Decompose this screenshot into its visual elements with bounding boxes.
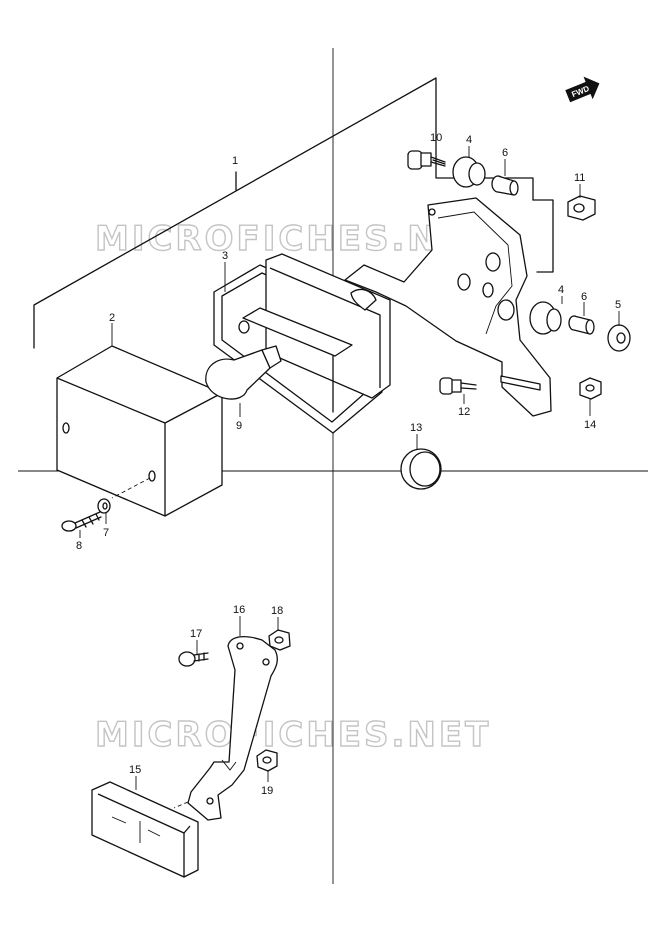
label-part-7: 7: [103, 527, 109, 539]
lens-cover[interactable]: [56, 345, 223, 517]
label-part-1: 1: [232, 155, 238, 167]
label-part-6b: 6: [581, 291, 587, 303]
bolt-10[interactable]: [407, 150, 446, 170]
nut-19[interactable]: [256, 749, 278, 772]
label-part-2: 2: [109, 312, 115, 324]
bolt-12[interactable]: [439, 377, 477, 395]
collar-6a[interactable]: [491, 175, 519, 196]
leader-lines: [79, 144, 620, 790]
label-part-4b: 4: [558, 284, 564, 296]
grommet-13[interactable]: [400, 448, 442, 490]
screw-8[interactable]: [61, 511, 102, 532]
watermark-top: MICROFICHES.NET: [95, 219, 491, 259]
fwd-arrow-icon: FWD: [565, 76, 600, 103]
washer-7[interactable]: [97, 498, 111, 514]
lamp-housing[interactable]: [238, 253, 391, 413]
bulb[interactable]: [205, 345, 282, 400]
label-part-19: 19: [261, 785, 273, 797]
label-part-13: 13: [410, 422, 422, 434]
nut-18[interactable]: [268, 629, 291, 651]
grommet-4a[interactable]: [452, 156, 486, 188]
bolt-17[interactable]: [178, 651, 209, 667]
label-part-18: 18: [271, 605, 283, 617]
label-part-16: 16: [233, 604, 245, 616]
label-part-4a: 4: [466, 134, 472, 146]
label-part-15: 15: [129, 764, 141, 776]
label-part-10: 10: [430, 132, 442, 144]
label-part-12: 12: [458, 406, 470, 418]
label-part-3: 3: [222, 250, 228, 262]
washer-5[interactable]: [607, 324, 631, 352]
reflector[interactable]: [91, 781, 199, 878]
watermark-bottom: MICROFICHES.NET: [95, 715, 491, 755]
label-part-11: 11: [574, 172, 585, 184]
nut-11[interactable]: [567, 195, 596, 221]
label-part-5: 5: [615, 299, 621, 311]
label-part-17: 17: [190, 628, 202, 640]
label-part-9: 9: [236, 420, 242, 432]
collar-6b[interactable]: [568, 315, 595, 335]
assembly-bracket: [33, 77, 554, 349]
mounting-bracket[interactable]: [344, 197, 552, 417]
reflector-bracket[interactable]: [187, 635, 278, 821]
label-part-14: 14: [584, 419, 596, 431]
part-labels: 1 2 3 4 4 5 6 6 7 8 9 10 11 12 13 14 15 …: [76, 132, 621, 797]
grommet-4b[interactable]: [529, 301, 562, 335]
label-part-6a: 6: [502, 147, 508, 159]
nut-14[interactable]: [579, 377, 602, 400]
label-part-8: 8: [76, 540, 82, 552]
